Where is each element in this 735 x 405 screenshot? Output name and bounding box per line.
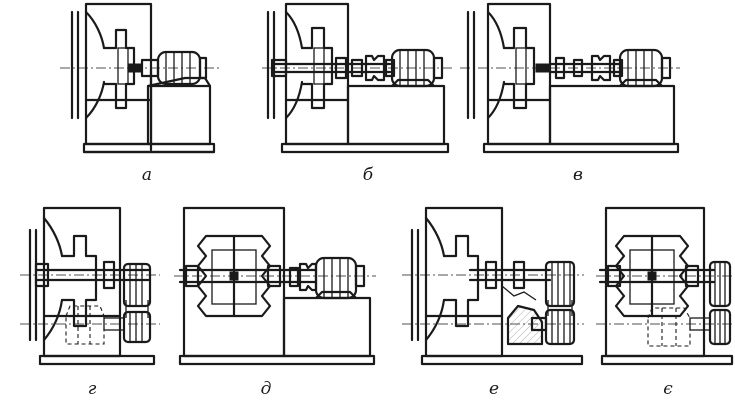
panel-v <box>460 2 680 154</box>
panel-label-ye: є <box>663 379 673 399</box>
panel-label-e: е <box>489 379 499 399</box>
panel-d <box>174 206 376 366</box>
panel-label-v: в <box>573 165 583 185</box>
panel-g <box>20 206 160 366</box>
panel-label-a: а <box>142 165 152 185</box>
panel-label-g: г <box>88 379 97 399</box>
panel-b <box>262 2 452 154</box>
panel-label-b: б <box>363 165 374 185</box>
panel-label-d: д <box>261 379 272 399</box>
panel-e <box>402 206 584 366</box>
panel-a <box>60 2 220 154</box>
panel-ye <box>596 206 734 366</box>
